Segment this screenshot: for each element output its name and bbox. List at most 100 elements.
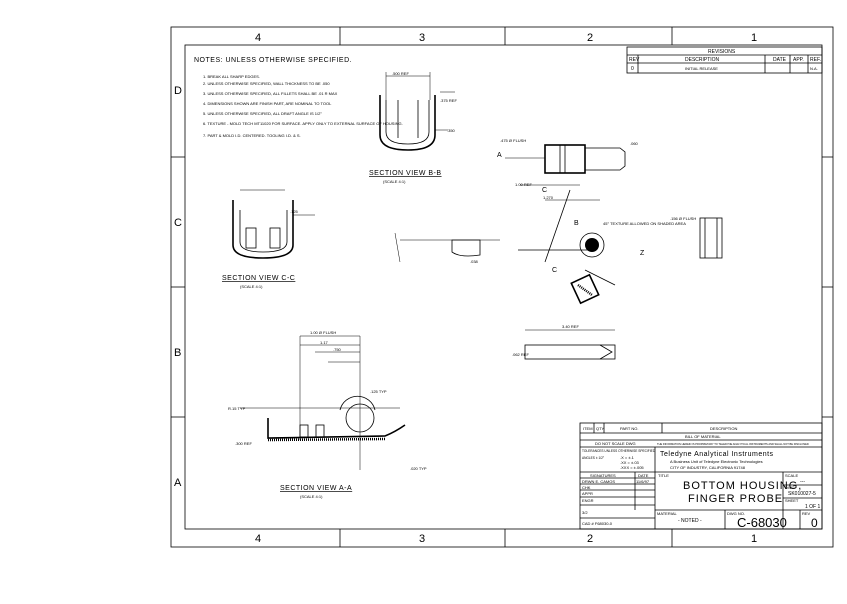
tolerance: .XXX = ±.005	[620, 465, 644, 470]
dim-text: 1.00 REF	[515, 182, 532, 187]
rev-header: REV	[629, 57, 640, 63]
zone-left-c: C	[174, 217, 182, 229]
material-value: - NOTED -	[678, 518, 702, 524]
section-view-b-b: .500 REF .375 REF .350 SECTION VIEW B-B …	[369, 71, 457, 184]
description-cell: INITIAL RELEASE	[685, 66, 718, 71]
section-view-a-a: 1.00 Ø FLUSH 1.17 .750 R.15 TYP .125 TYP…	[228, 330, 427, 499]
dwg-no-label: DWG NO.	[727, 511, 745, 516]
zone-top-4: 4	[255, 32, 261, 44]
rev-value: 0	[811, 516, 818, 530]
notes-title: NOTES: UNLESS OTHERWISE SPECIFIED.	[194, 57, 352, 64]
callout-z: Z	[640, 250, 645, 257]
dim-text: 45° TEXTURE ALLOWED ON SHADED AREA	[603, 221, 686, 226]
zone-bottom-2: 2	[587, 533, 593, 545]
company-sub: A Business Unit of Teledyne Electronic T…	[670, 459, 763, 464]
dim-text: .020 TYP	[410, 466, 427, 471]
section-view-c-c: .125 SECTION VIEW C-C (SCALE 4:1)	[222, 189, 315, 289]
sig-engineer: ENGR	[582, 498, 594, 503]
note-item: 5. UNLESS OTHERWISE SPECIFIED, ALL DRAFT…	[203, 111, 322, 116]
do-not-scale: DO NOT SCALE DWG	[595, 441, 636, 446]
cad-number: CAD # F68030-0	[582, 521, 613, 526]
app-header: APP.	[793, 57, 804, 63]
description-header: DESCRIPTION	[685, 57, 720, 63]
note-item: 2. UNLESS OTHERWISE SPECIFIED, WALL THIC…	[203, 81, 330, 86]
bom-description-header: DESCRIPTION	[710, 426, 737, 431]
dim-text: R.15 TYP	[228, 406, 246, 411]
bom-item-header: ITEM	[583, 426, 593, 431]
section-c-c-title: SECTION VIEW C-C	[222, 275, 295, 282]
rev-label: REV	[802, 511, 811, 516]
angles: ANGLES ± 1/2°	[582, 456, 605, 460]
zone-bottom-1: 1	[751, 533, 757, 545]
zone-top-1: 1	[751, 32, 757, 44]
callout-b: B	[574, 220, 579, 227]
sheet-value: 1 OF 1	[805, 504, 821, 510]
note-item: 3. UNLESS OTHERWISE SPECIFIED, ALL FILLE…	[203, 91, 338, 96]
tolerance: .X = ±.1	[620, 455, 635, 460]
zone-ticks	[171, 27, 833, 547]
dim-text: 1.270	[543, 195, 554, 200]
dim-text: 1.00 Ø FLUSH	[310, 330, 336, 335]
callout-a: A	[497, 152, 502, 159]
dim-text: 3.40 REF	[562, 324, 579, 329]
dim-text: .750	[333, 347, 342, 352]
dim-text: .125 TYP	[370, 389, 387, 394]
callout-c: C	[552, 267, 558, 274]
bill-of-material: BILL OF MATERIAL	[685, 434, 721, 439]
dim-text: .125	[290, 209, 299, 214]
bom-qty-header: QTY	[596, 426, 605, 431]
signatures-header: SIGNATURES	[590, 473, 616, 478]
dwg-label: DWG	[785, 485, 795, 490]
ref-header: REF.	[810, 57, 821, 63]
dim-text: .375 REF	[440, 98, 457, 103]
zone-bottom-4: 4	[255, 533, 261, 545]
tolerances-title: TOLERANCES UNLESS OTHERWISE SPECIFIED	[582, 449, 656, 453]
notes-list: 1. BREAK ALL SHARP EDGES. 2. UNLESS OTHE…	[203, 74, 403, 138]
scale-value: ---	[800, 479, 805, 485]
note-item: 6. TEXTURE - MOLD TECH MT11020 FOR SURFA…	[203, 121, 403, 126]
dim-text: 1.17	[320, 340, 329, 345]
dim-text: .062 REF	[512, 352, 529, 357]
dim-text: .038	[470, 259, 479, 264]
material-label: MATERIAL	[657, 511, 677, 516]
sig-drawn: DRWN E. CAMOS	[582, 479, 615, 484]
sig-approve: APPR	[582, 491, 593, 496]
revisions-title: REVISIONS	[708, 49, 736, 55]
callout-c-top: C	[542, 187, 548, 194]
bom-part-header: PART NO.	[620, 426, 638, 431]
dim-text: .060	[630, 141, 639, 146]
note-item: 4. DIMENSIONS SHOWN ARE FINISH PART, ARE…	[203, 101, 332, 106]
drawing-number: C-68030	[737, 515, 787, 530]
finish-row: 3/2	[582, 510, 588, 515]
zone-top-2: 2	[587, 32, 593, 44]
section-c-c-scale: (SCALE 4:1)	[240, 284, 263, 289]
drawing-title-line2: FINGER PROBE	[688, 493, 783, 505]
zone-top-3: 3	[419, 32, 425, 44]
proprietary-notice: THE INFORMATION HEREIN IS PROPRIETARY TO…	[657, 442, 809, 446]
zone-bottom-3: 3	[419, 533, 425, 545]
zone-left-d: D	[174, 85, 182, 97]
section-a-a-scale: (SCALE 4:1)	[300, 494, 323, 499]
dim-text: .156 Ø FLUSH	[670, 216, 696, 221]
revisions-block: REVISIONS REV DESCRIPTION DATE APP. REF.…	[626, 46, 823, 74]
note-item: 7. PART & MOLD I.D. CENTERED. TOOLING I.…	[203, 133, 301, 138]
main-part-views: A .475 Ø FLUSH .060 1.270 1.00 REF B C C…	[394, 138, 723, 360]
date-header: DATE	[638, 473, 649, 478]
company-name: Teledyne Analytical Instruments	[660, 451, 774, 458]
dim-text: .475 Ø FLUSH	[500, 138, 526, 143]
date-header: DATE	[773, 57, 787, 63]
scale-label: SCALE	[785, 473, 798, 478]
ref-cell: N.A.	[810, 66, 818, 71]
sig-check: CHK	[582, 485, 591, 490]
title-block: ITEM QTY PART NO. DESCRIPTION BILL OF MA…	[579, 422, 823, 530]
rev-cell: 0	[631, 66, 634, 72]
company-address: CITY OF INDUSTRY, CALIFORNIA 91748	[670, 465, 746, 470]
note-item: 1. BREAK ALL SHARP EDGES.	[203, 74, 260, 79]
sig-drawn-date: 11/6/97	[636, 479, 650, 484]
zone-left-a: A	[174, 477, 182, 489]
dim-text: .350	[447, 128, 456, 133]
tolerance: .XX = ±.03	[620, 460, 640, 465]
title-label: TITLE	[658, 473, 669, 478]
section-b-b-scale: (SCALE 4:1)	[383, 179, 406, 184]
